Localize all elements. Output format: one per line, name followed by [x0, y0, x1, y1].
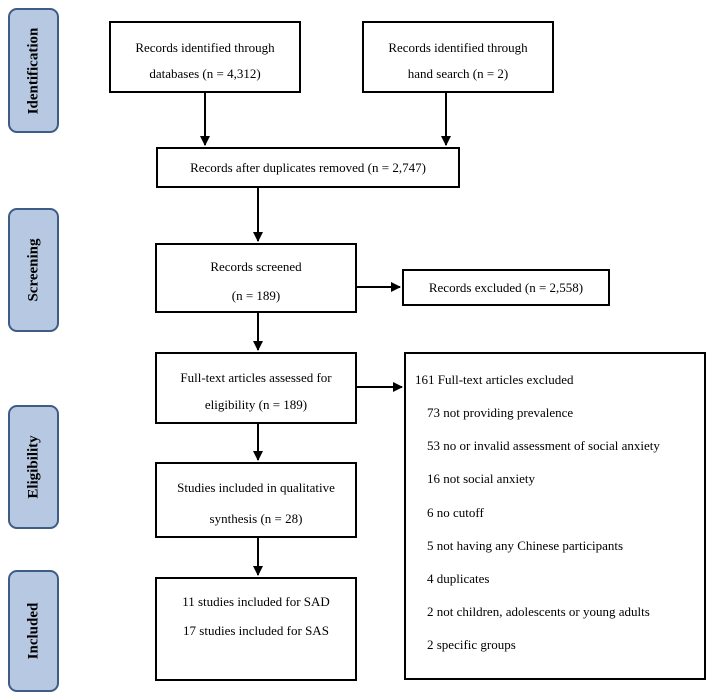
box-title: 161 Full-text articles excluded — [415, 372, 574, 387]
box-text: 17 studies included for SAS — [183, 623, 329, 638]
box-text: databases (n = 4,312) — [149, 66, 261, 81]
box-records-databases: Records identified through databases (n … — [109, 21, 301, 93]
box-records-excluded: Records excluded (n = 2,558) — [402, 269, 610, 306]
box-text: Full-text articles assessed for — [180, 370, 332, 385]
exclusion-reason: 16 not social anxiety — [427, 471, 535, 486]
box-qualitative-synthesis: Studies included in qualitative synthesi… — [155, 462, 357, 538]
exclusion-reason: 53 no or invalid assessment of social an… — [427, 438, 660, 453]
box-text: Studies included in qualitative — [177, 480, 335, 495]
box-text: 11 studies included for SAD — [182, 594, 330, 609]
box-text: Records identified through — [388, 40, 528, 55]
box-text: Records screened — [210, 259, 302, 274]
box-text: Records excluded (n = 2,558) — [428, 280, 584, 295]
box-text: (n = 189) — [231, 288, 281, 303]
phase-included: Included — [8, 570, 59, 692]
exclusion-reason: 2 not children, adolescents or young adu… — [427, 604, 650, 619]
box-studies-included: 11 studies included for SAD 17 studies i… — [155, 577, 357, 681]
phase-screening: Screening — [8, 208, 59, 332]
box-duplicates-removed: Records after duplicates removed (n = 2,… — [156, 147, 460, 188]
box-text: Records after duplicates removed (n = 2,… — [190, 160, 426, 175]
box-text: eligibility (n = 189) — [204, 397, 308, 412]
exclusion-reason: 6 no cutoff — [427, 505, 484, 520]
box-records-screened: Records screened (n = 189) — [155, 243, 357, 313]
box-records-hand-search: Records identified through hand search (… — [362, 21, 554, 93]
phase-eligibility: Eligibility — [8, 405, 59, 529]
exclusion-reason: 4 duplicates — [427, 571, 490, 586]
phase-identification: Identification — [8, 8, 59, 133]
box-fulltext-excluded: 161 Full-text articles excluded 73 not p… — [404, 352, 706, 680]
exclusion-reason: 2 specific groups — [427, 637, 516, 652]
box-text: hand search (n = 2) — [407, 66, 509, 81]
box-fulltext-assessed: Full-text articles assessed for eligibil… — [155, 352, 357, 424]
exclusion-reason: 5 not having any Chinese participants — [427, 538, 624, 553]
exclusion-reason: 73 not providing prevalence — [427, 405, 574, 420]
box-text: Records identified through — [135, 40, 275, 55]
box-text: synthesis (n = 28) — [209, 511, 303, 526]
